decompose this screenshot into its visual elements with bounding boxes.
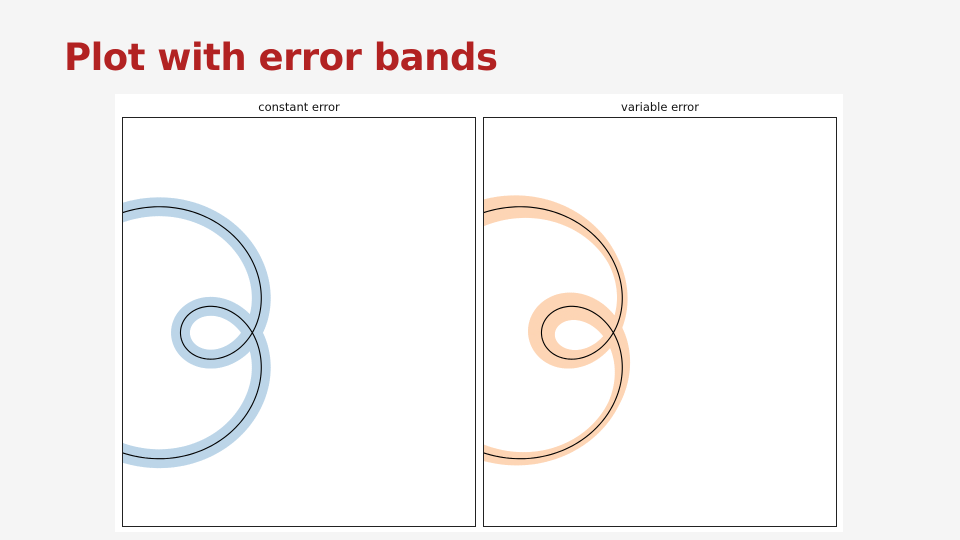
error-band-segment [484, 444, 488, 457]
error-band [484, 195, 631, 466]
curve-line [123, 206, 262, 460]
error-band-segment [123, 443, 125, 447]
right-plot [484, 195, 631, 466]
right-panel-title: variable error [621, 100, 699, 114]
slide-title: Plot with error bands [64, 36, 498, 79]
curve-line [484, 206, 623, 460]
left-plot [123, 197, 271, 469]
left-panel-title: constant error [258, 100, 340, 114]
error-band-segment [123, 443, 127, 457]
left-axes [122, 117, 476, 527]
figure: constant error variable error [115, 94, 843, 532]
right-axes [483, 117, 837, 527]
error-band [123, 197, 271, 469]
